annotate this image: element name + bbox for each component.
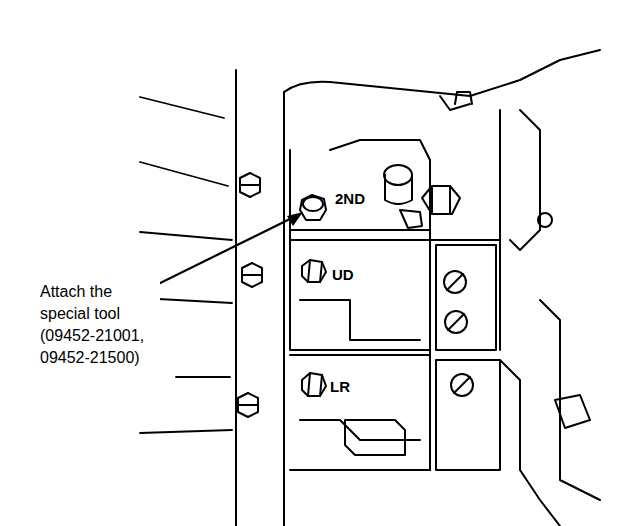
- part-label: 2ND: [333, 190, 367, 207]
- part-label: UD: [330, 266, 356, 283]
- part-label: LR: [328, 378, 352, 395]
- callout-note: Attach the special tool (09452-21001, 09…: [38, 281, 160, 369]
